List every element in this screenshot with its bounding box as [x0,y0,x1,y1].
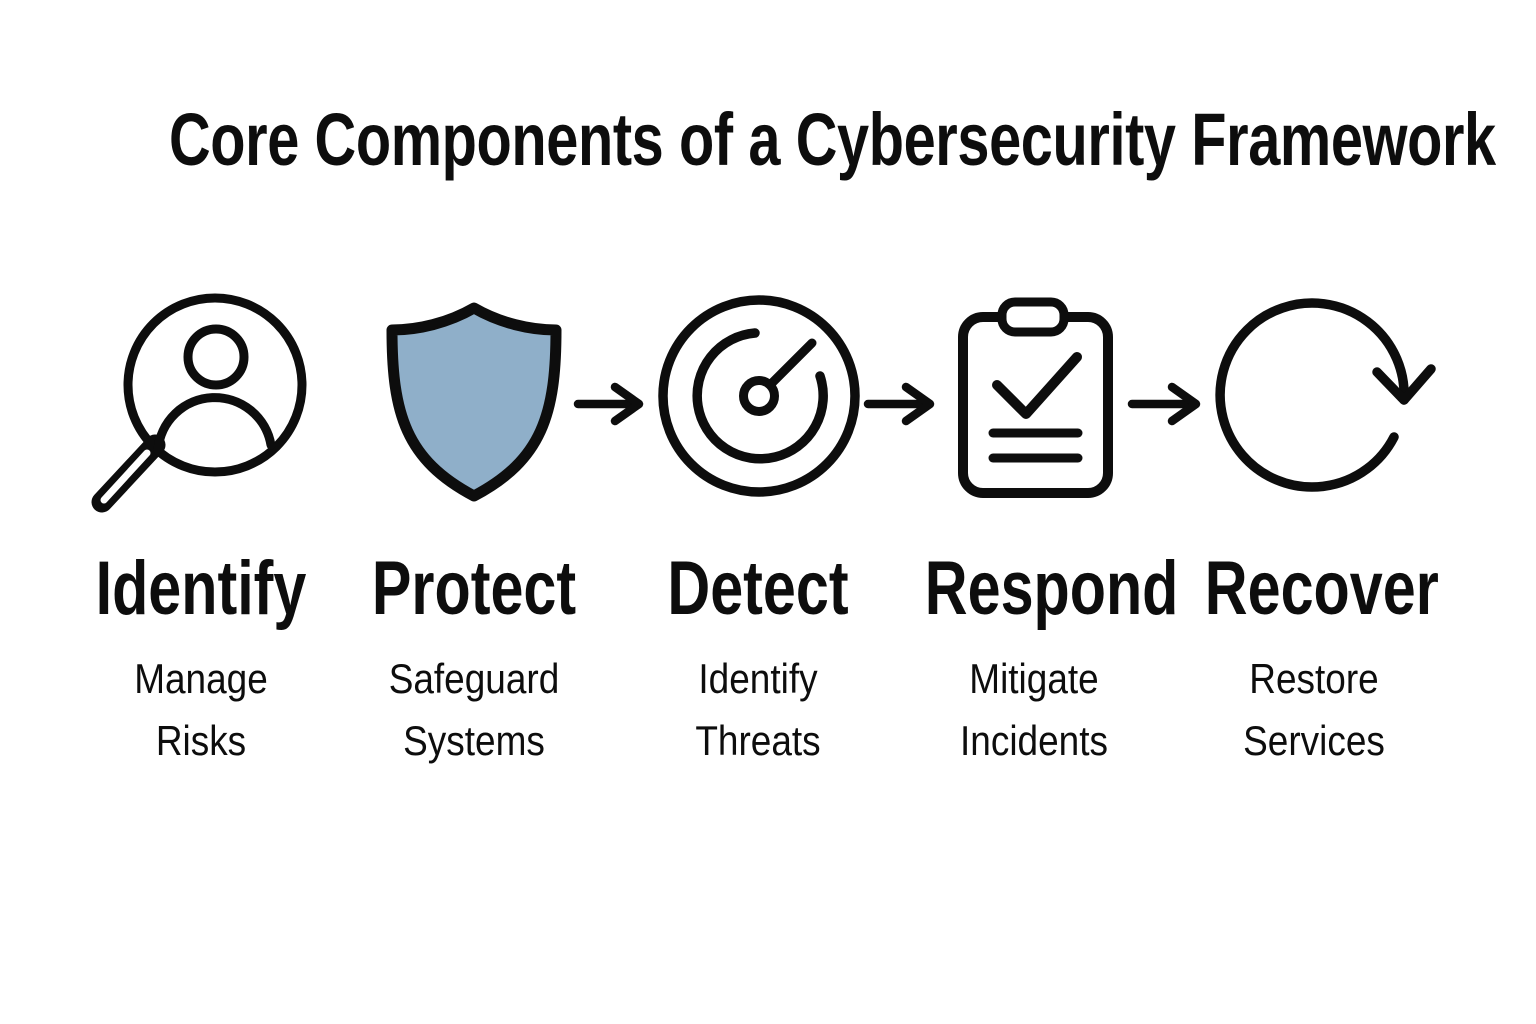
flow-arrow-2 [863,382,935,426]
magnifier-handle-inner [100,449,151,504]
step-sublabel: Manage Risks [134,655,268,764]
shield-shape [386,302,562,502]
rotate-arrow-icon [1215,298,1436,492]
step-sublabel: Restore Services [1243,655,1385,764]
person-head [183,324,249,390]
gauge-outer-ring [658,295,860,497]
rotation-circle [1215,298,1409,492]
step-sublabel: Mitigate Incidents [960,655,1108,764]
shield-icon [386,302,562,502]
person-shoulders [153,393,276,455]
clipboard-clip [997,297,1069,337]
step-label: Protect [371,546,577,631]
flow-arrow-1 [573,382,644,426]
arrow-head [610,382,644,426]
flow-arrow-3 [1127,382,1201,426]
gauge-hub [739,376,779,416]
gauge-icon [658,295,860,497]
page-title: Core Components of a Cybersecurity Frame… [168,98,1496,181]
user-search-icon [91,293,307,513]
step-sublabel: Safeguard Systems [388,655,560,764]
step-label: Respond [924,546,1179,631]
magnifier-lens [123,293,307,477]
rotation-arrow-head [1372,364,1436,405]
arrow-head [1167,382,1201,426]
checkmark [992,352,1082,419]
step-label: Recover [1204,546,1439,631]
step-label: Identify [95,546,307,631]
clipboard-check-icon [958,297,1113,498]
gauge-inner-arc [692,328,828,464]
arrow-head [901,382,935,426]
step-label: Detect [667,546,849,631]
step-sublabel: Identify Threats [695,655,821,764]
